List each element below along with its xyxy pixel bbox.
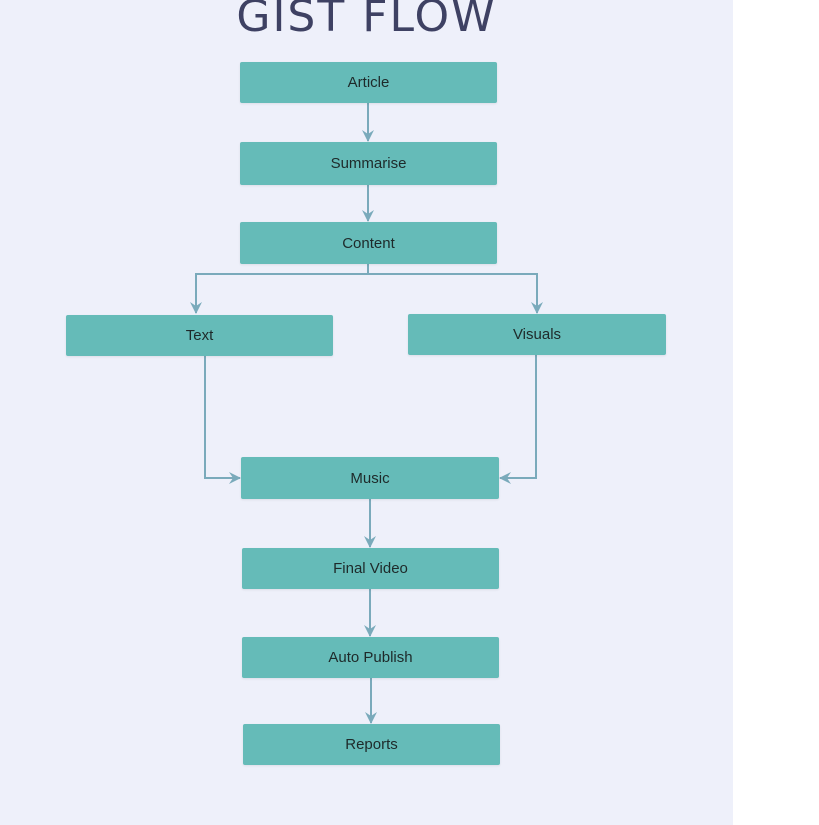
edge-text-music — [204, 356, 241, 484]
edge-content-visuals — [368, 273, 543, 314]
node-article: Article — [240, 62, 497, 103]
edge-content-text — [190, 264, 369, 314]
node-reports: Reports — [243, 724, 500, 765]
node-content: Content — [240, 222, 497, 264]
node-auto-publish: Auto Publish — [242, 637, 499, 678]
diagram-canvas: GIST FLOW Article Summarise Content Text… — [0, 0, 733, 825]
node-summarise: Summarise — [240, 142, 497, 185]
node-visuals: Visuals — [408, 314, 666, 355]
flow-connectors — [190, 103, 543, 724]
node-text: Text — [66, 315, 333, 356]
diagram-title: GIST FLOW — [236, 0, 497, 42]
node-final-video: Final Video — [242, 548, 499, 589]
edge-visuals-music — [499, 355, 537, 484]
node-music: Music — [241, 457, 499, 499]
